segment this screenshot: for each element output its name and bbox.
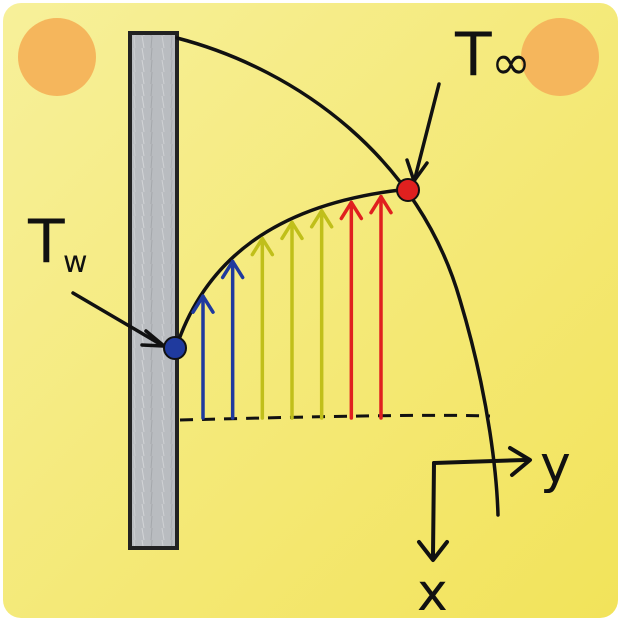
profile-baseline-dashed (179, 413, 491, 422)
profile-arrow (220, 259, 245, 420)
y-axis-label: y (540, 435, 571, 495)
x-axis-label: x (417, 563, 448, 621)
corner-dot-top-right (521, 18, 599, 96)
boundary-layer-edge-curve (175, 36, 500, 517)
profile-arrow (369, 194, 393, 420)
free-stream-temperature-label: T (454, 20, 492, 90)
corner-dot-top-left (18, 18, 96, 96)
wall-temperature-subscript: w (63, 245, 88, 280)
heated-wall (128, 31, 179, 550)
coordinate-axes (417, 446, 532, 562)
temperature-profile-arrows (191, 194, 393, 420)
profile-arrow (250, 236, 275, 420)
free-stream-temperature-point (396, 178, 420, 202)
profile-arrow (191, 294, 215, 420)
wall-temperature-point (163, 336, 187, 360)
wall-temperature-label: T (27, 207, 65, 277)
profile-arrow (280, 220, 304, 420)
profile-arrow (309, 209, 334, 420)
temperature-profile-curve (174, 188, 402, 350)
background-panel (3, 3, 618, 618)
profile-arrow (339, 200, 364, 420)
free-stream-temperature-subscript: ∞ (491, 35, 531, 91)
